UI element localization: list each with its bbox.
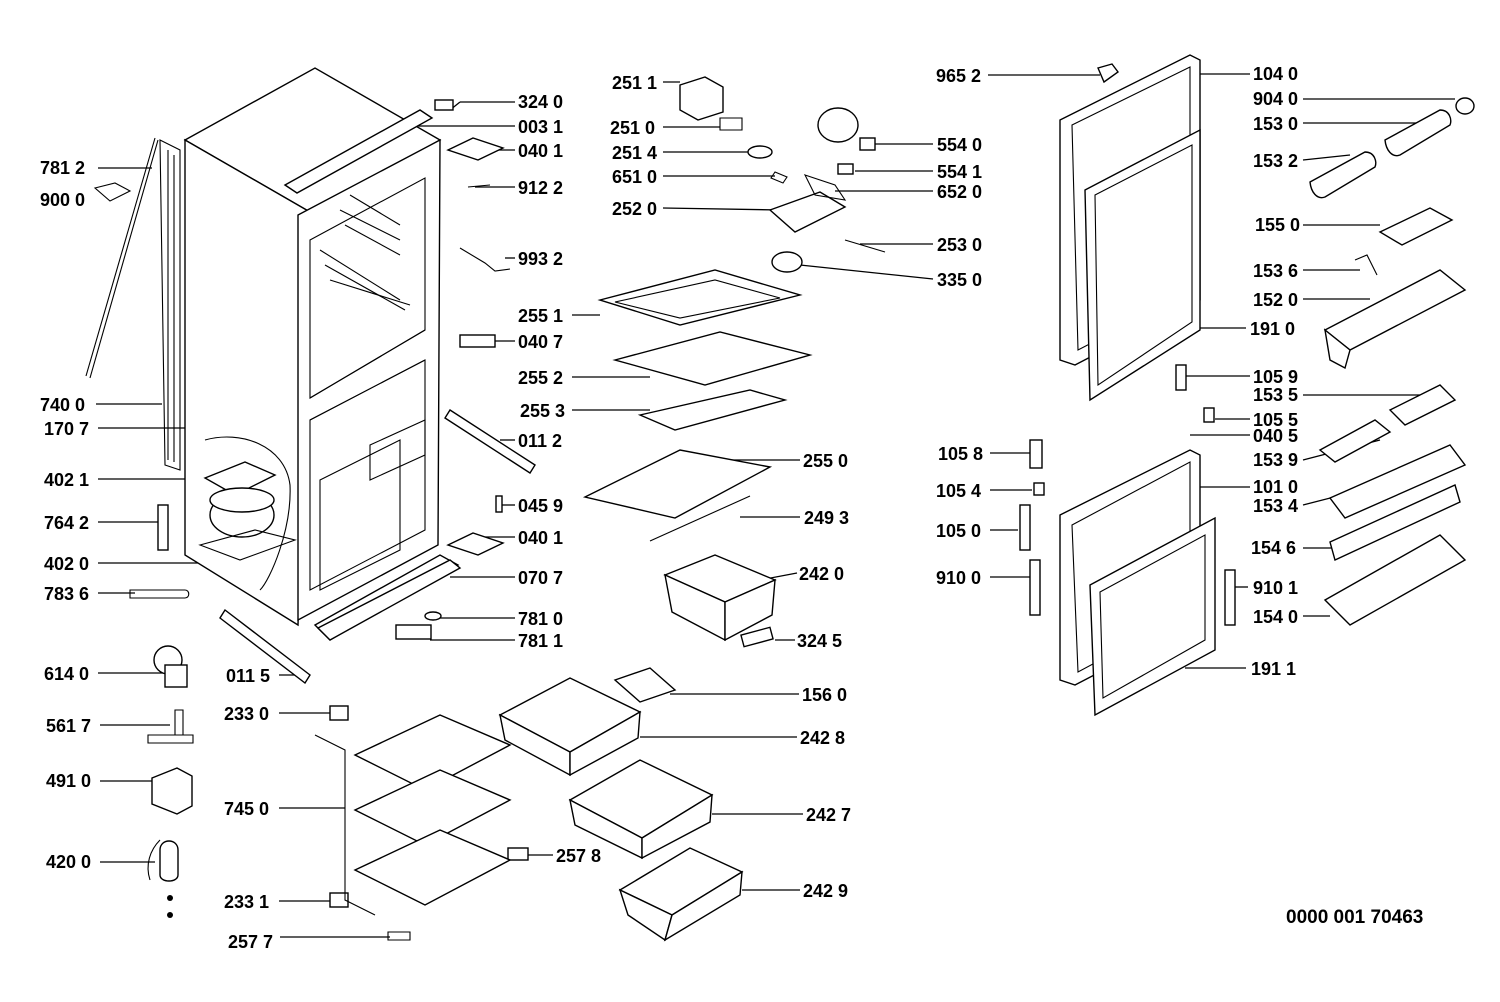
part-label-2530: 253 0 [937,235,983,255]
part-label-0115: 011 5 [226,666,271,686]
part-label-3350: 335 0 [937,270,983,290]
doors-and-bins [1019,54,1475,717]
part-label-1055: 105 5 [1253,410,1299,430]
part-label-2428: 242 8 [800,728,846,748]
part-label-2553: 255 3 [520,401,566,421]
part-label-7450: 745 0 [224,799,270,819]
part-label-1535: 153 5 [1253,385,1299,405]
part-label-2420: 242 0 [799,564,845,584]
part-label-0112: 011 2 [518,431,563,451]
part-label-5540: 554 0 [937,135,983,155]
part-label-3245: 324 5 [797,631,843,651]
part-label-1040: 104 0 [1253,64,1299,84]
part-label-7811: 781 1 [518,631,564,651]
part-label-7812: 781 2 [40,158,86,178]
document-id: 0000 001 70463 [1286,907,1424,928]
part-label-1520: 152 0 [1253,290,1299,310]
part-label-1911: 191 1 [1251,659,1297,679]
part-label-0459: 045 9 [518,496,564,516]
part-label-0031: 003 1 [518,117,564,137]
part-label-1530: 153 0 [1253,114,1299,134]
part-label-1546: 154 6 [1251,538,1297,558]
part-label-1910: 191 0 [1250,319,1296,339]
part-label-1532: 153 2 [1253,151,1299,171]
part-label-2520: 252 0 [612,199,658,219]
leader-lines [96,73,1455,938]
part-label-1540: 154 0 [1253,607,1299,627]
part-label-7400: 740 0 [40,395,86,415]
part-label-2550: 255 0 [803,451,849,471]
part-label-2552: 255 2 [518,368,564,388]
part-label-1707: 170 7 [44,419,90,439]
part-label-0401-b: 040 1 [518,528,564,548]
part-label-0707: 070 7 [518,568,564,588]
part-label-2514: 251 4 [612,143,658,163]
part-label-9652: 965 2 [936,66,982,86]
part-label-0405: 040 5 [1253,426,1299,446]
part-label-2331: 233 1 [224,892,270,912]
part-label-2510: 251 0 [610,118,656,138]
part-label-1539: 153 9 [1253,450,1299,470]
part-label-6520: 652 0 [937,182,983,202]
part-label-1058: 105 8 [938,444,984,464]
part-label-7836: 783 6 [44,584,90,604]
part-label-9932: 993 2 [518,249,564,269]
part-label-4200: 420 0 [46,852,92,872]
part-label-7642: 764 2 [44,513,90,533]
part-label-4020: 402 0 [44,554,90,574]
part-label-9101: 910 1 [1253,578,1299,598]
part-label-9122: 912 2 [518,178,564,198]
part-label-4021: 402 1 [44,470,90,490]
part-label-7810: 781 0 [518,609,564,629]
part-label-2511: 251 1 [612,73,658,93]
part-label-1550: 155 0 [1255,215,1301,235]
part-label-2429: 242 9 [803,881,849,901]
part-label-1010: 101 0 [1253,477,1299,497]
part-label-0401: 040 1 [518,141,564,161]
part-label-5617: 561 7 [46,716,92,736]
cabinet-body [85,67,460,918]
part-label-2427: 242 7 [806,805,852,825]
part-label-1536: 153 6 [1253,261,1299,281]
part-label-4910: 491 0 [46,771,92,791]
part-label-2578: 257 8 [556,846,602,866]
part-label-9040: 904 0 [1253,89,1299,109]
part-label-9100: 910 0 [936,568,982,588]
part-label-1534: 153 4 [1253,496,1299,516]
part-label-2493: 249 3 [804,508,850,528]
part-label-0407: 040 7 [518,332,564,352]
part-label-1059: 105 9 [1253,367,1299,387]
part-label-6510: 651 0 [612,167,658,187]
shelves-and-drawers [498,76,886,942]
part-label-3240: 324 0 [518,92,564,112]
part-label-2330: 233 0 [224,704,270,724]
part-label-6140: 614 0 [44,664,90,684]
part-label-9000: 900 0 [40,190,86,210]
small-parts [219,99,536,941]
part-label-1050: 105 0 [936,521,982,541]
part-label-1560: 156 0 [802,685,848,705]
part-label-2577: 257 7 [228,932,274,952]
part-label-5541: 554 1 [937,162,983,182]
part-label-2551: 255 1 [518,306,564,326]
part-label-1054: 105 4 [936,481,982,501]
